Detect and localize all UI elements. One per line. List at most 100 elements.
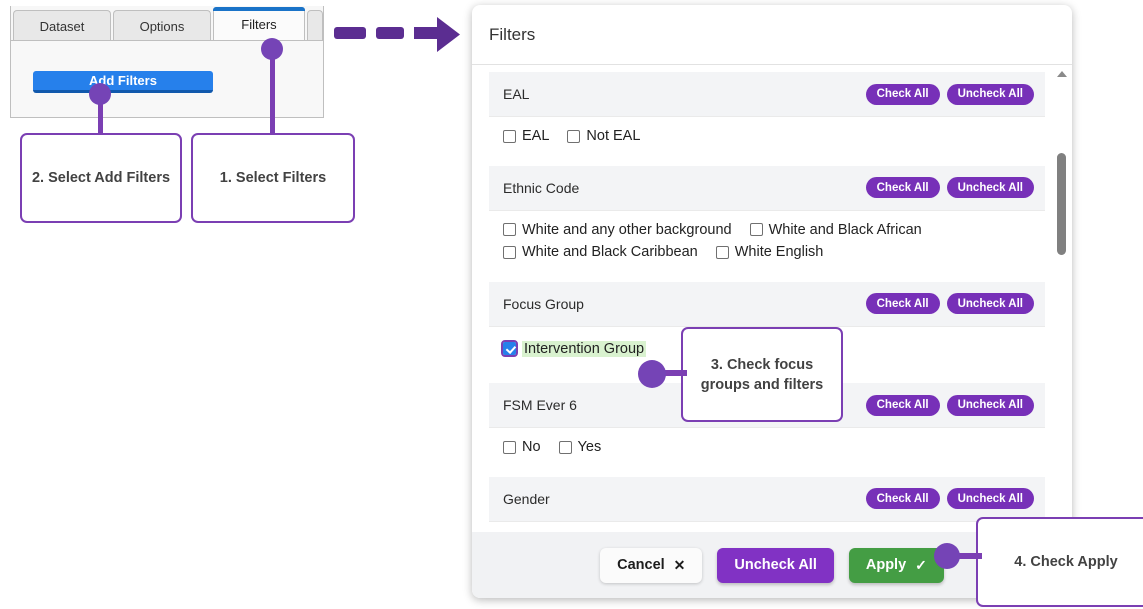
tab-filters[interactable]: Filters — [213, 7, 305, 41]
checkbox-icon[interactable] — [749, 223, 763, 237]
callout-step-3-text: 3. Check focus groups and filters — [700, 356, 824, 393]
filter-option[interactable]: No — [503, 440, 541, 455]
filter-group-options — [489, 521, 1045, 532]
check-all-button[interactable]: Check All — [865, 177, 940, 198]
filter-group-title: EAL — [503, 86, 530, 102]
filter-option-label: Not EAL — [586, 128, 641, 144]
filter-group-list: EAL Check All Uncheck All EAL Not EAL — [489, 72, 1045, 532]
connector-dot-apply — [934, 543, 960, 569]
filter-option[interactable]: White and Black Caribbean — [503, 245, 698, 260]
filter-option[interactable]: Yes — [558, 439, 602, 455]
check-all-button[interactable]: Check All — [865, 293, 940, 314]
filter-option-intervention-group[interactable]: Intervention Group — [501, 340, 647, 358]
check-all-button[interactable]: Check All — [865, 394, 940, 416]
checkbox-icon[interactable] — [715, 245, 729, 259]
cancel-button[interactable]: Cancel ✕ — [600, 547, 703, 583]
filter-group-header: Gender Check All Uncheck All — [489, 476, 1045, 522]
connector-line-filters-tab — [270, 57, 275, 134]
checkbox-icon[interactable] — [503, 223, 516, 237]
page-title: Filters — [489, 24, 536, 44]
filter-option-label: White and any other background — [522, 221, 732, 238]
tab-filters-label: Filters — [241, 17, 277, 32]
filters-dialog-header: Filters — [472, 5, 1072, 65]
filter-option-row: White and any other background White and… — [503, 221, 1031, 268]
uncheck-all-button[interactable]: Uncheck All — [946, 177, 1034, 198]
filter-option-label: White English — [734, 244, 824, 260]
filter-option-label: No — [522, 439, 541, 455]
check-all-button[interactable]: Check All — [865, 488, 940, 509]
connector-line-add-filters — [98, 100, 103, 134]
checkbox-icon[interactable] — [503, 245, 516, 259]
checkbox-icon[interactable] — [567, 129, 581, 143]
filter-option[interactable]: Not EAL — [567, 129, 640, 144]
checkbox-icon[interactable] — [503, 440, 516, 454]
callout-step-1-text: 1. Select Filters — [219, 170, 327, 186]
filter-group-header: EAL Check All Uncheck All — [489, 72, 1045, 117]
tab-options-label: Options — [139, 18, 185, 34]
filter-option-row: No Yes — [503, 440, 1031, 463]
uncheck-all-button[interactable]: Uncheck All — [946, 394, 1034, 416]
tab-dataset-label: Dataset — [39, 18, 85, 34]
callout-step-3: 3. Check focus groups and filters — [681, 327, 843, 422]
callout-step-2-text: 2. Select Add Filters — [31, 170, 171, 186]
uncheck-all-footer-button[interactable]: Uncheck All — [717, 547, 834, 583]
filter-option[interactable]: White English — [715, 244, 824, 260]
filter-group-title: Ethnic Code — [503, 179, 580, 196]
tab-dataset[interactable]: Dataset — [13, 10, 111, 41]
scrollbar-thumb[interactable] — [1057, 153, 1066, 255]
connector-line-focus-group — [651, 370, 687, 376]
callout-step-2: 2. Select Add Filters — [20, 133, 182, 223]
close-icon: ✕ — [673, 556, 686, 573]
dataset-options-panel: Dataset Options Filters Add Filters — [10, 6, 324, 118]
filters-scrollbar[interactable] — [1056, 71, 1067, 526]
callout-step-4-text: 4. Check Apply — [1014, 554, 1118, 570]
check-all-button[interactable]: Check All — [865, 83, 940, 105]
cancel-button-label: Cancel — [617, 557, 665, 573]
filters-dialog: Filters EAL Check All Uncheck All EAL — [472, 5, 1072, 598]
filter-group-options: No Yes — [489, 428, 1045, 477]
filter-option[interactable]: White and any other background — [503, 221, 732, 238]
filter-option-label: White and Black Caribbean — [522, 244, 698, 260]
filter-option[interactable]: White and Black African — [749, 221, 922, 238]
connector-dot-focus-group — [638, 360, 666, 388]
scroll-up-arrow-icon[interactable] — [1057, 71, 1067, 77]
tab-strip: Dataset Options Filters — [11, 6, 323, 41]
filter-group-eal: EAL Check All Uncheck All EAL Not EAL — [489, 72, 1045, 166]
checkmark-icon: ✓ — [915, 556, 927, 573]
filter-group-options: EAL Not EAL — [489, 117, 1045, 166]
filters-dialog-footer: Cancel ✕ Uncheck All Apply ✓ — [472, 532, 1072, 598]
checkbox-icon[interactable] — [558, 440, 572, 454]
filter-option-label: Intervention Group — [522, 340, 647, 357]
filter-group-title: FSM Ever 6 — [503, 397, 577, 413]
connector-line-apply — [946, 553, 982, 559]
connector-dot-add-filters — [89, 83, 111, 105]
filter-option[interactable]: EAL — [503, 129, 549, 144]
filter-option-label: White and Black African — [768, 221, 922, 238]
connector-dot-filters-tab — [261, 38, 283, 60]
filter-option-label: EAL — [522, 128, 550, 144]
callout-step-1: 1. Select Filters — [191, 133, 355, 223]
filter-group-title: Focus Group — [503, 295, 584, 312]
uncheck-all-button[interactable]: Uncheck All — [946, 293, 1034, 314]
flow-arrow-icon — [334, 17, 460, 52]
filter-group-ethnic-code: Ethnic Code Check All Uncheck All White … — [489, 165, 1045, 282]
filter-option-label: Yes — [577, 439, 602, 455]
filter-group-title: Gender — [503, 490, 550, 507]
filter-group-header: Ethnic Code Check All Uncheck All — [489, 165, 1045, 211]
filter-option-row: Intervention Group — [501, 340, 1031, 366]
callout-step-4: 4. Check Apply — [976, 517, 1143, 607]
filter-group-header: Focus Group Check All Uncheck All — [489, 281, 1045, 327]
add-filters-button[interactable]: Add Filters — [33, 71, 213, 93]
checkbox-icon[interactable] — [501, 340, 518, 358]
filter-option-row: EAL Not EAL — [503, 129, 1031, 152]
checkbox-icon[interactable] — [503, 129, 516, 143]
filters-scroll-area[interactable]: EAL Check All Uncheck All EAL Not EAL — [472, 65, 1072, 532]
uncheck-all-button[interactable]: Uncheck All — [946, 83, 1034, 105]
apply-button[interactable]: Apply ✓ — [848, 547, 944, 583]
apply-button-label: Apply — [865, 557, 907, 573]
tab-overflow[interactable] — [307, 10, 323, 41]
filter-group-options: White and any other background White and… — [489, 210, 1045, 282]
uncheck-all-button[interactable]: Uncheck All — [946, 488, 1034, 509]
tab-options[interactable]: Options — [113, 10, 211, 41]
filter-group-gender: Gender Check All Uncheck All — [489, 476, 1045, 532]
